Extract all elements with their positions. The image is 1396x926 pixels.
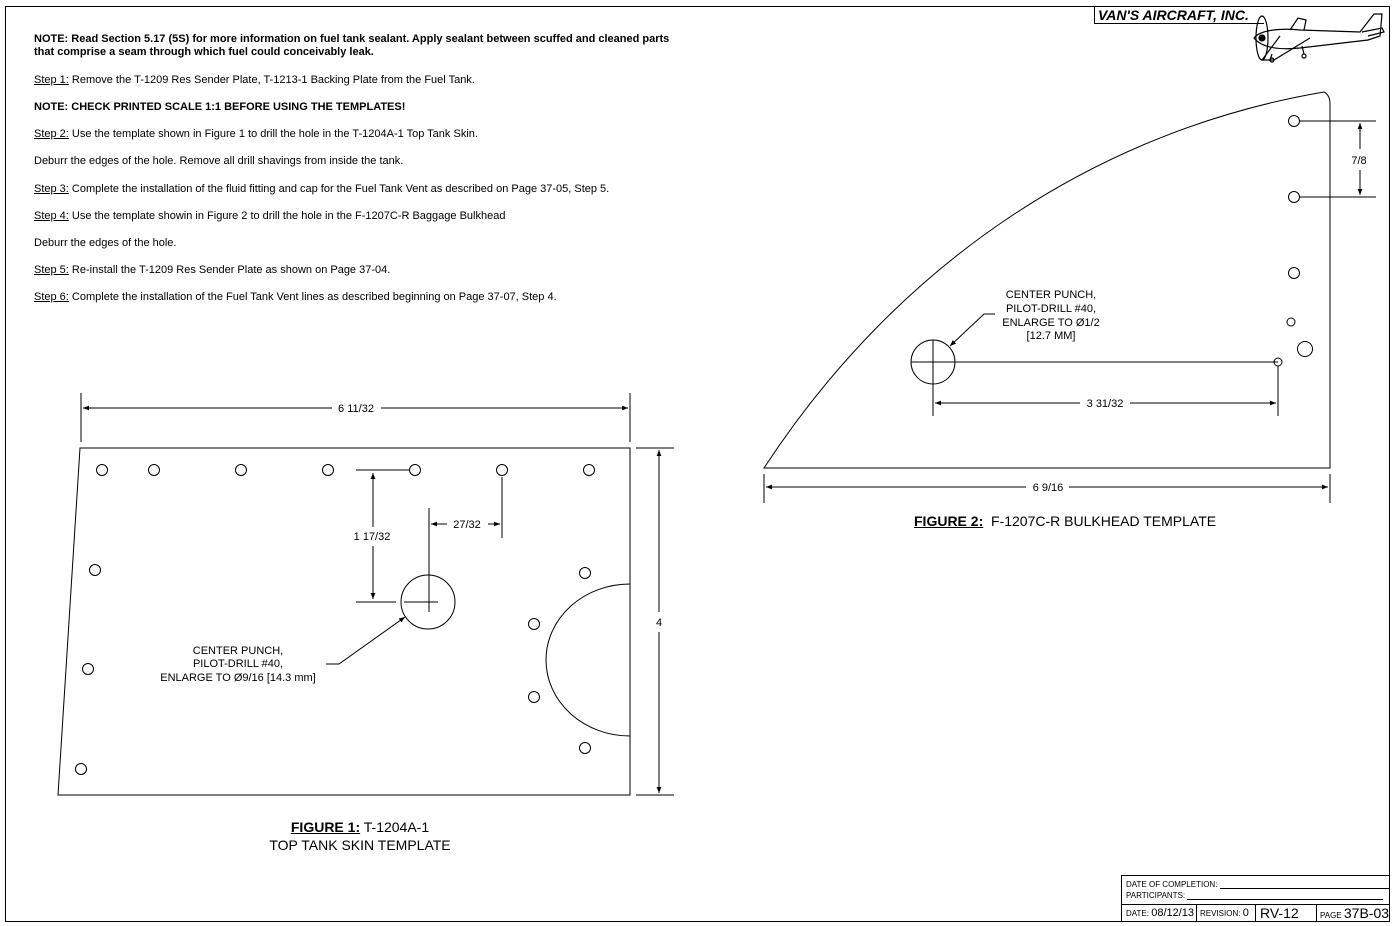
- fig2-spacing-dim: 7/8: [1351, 155, 1366, 167]
- fig2-callout-line1: CENTER PUNCH,: [1006, 289, 1096, 301]
- step-5-text: Re-install the T-1209 Res Sender Plate a…: [68, 264, 391, 276]
- bulkhead-outline: [763, 91, 1331, 469]
- fig2-callout-line2: PILOT-DRILL #40,: [1006, 303, 1096, 315]
- date-cell: DATE: 08/12/13: [1126, 905, 1194, 922]
- fig2-width-dim: 6 9/16: [1033, 482, 1064, 494]
- rivet-hole: [583, 464, 595, 476]
- step-3: Step 3: Complete the installation of the…: [34, 183, 609, 196]
- figure1-title-line2: TOP TANK SKIN TEMPLATE: [269, 837, 451, 853]
- rivet-hole: [496, 464, 508, 476]
- rivet-hole: [82, 663, 94, 675]
- fig2-callout-line3: ENLARGE TO Ø1/2: [1002, 317, 1099, 329]
- step-5: Step 5: Re-install the T-1209 Res Sender…: [34, 264, 390, 277]
- revision-cell: REVISION: 0: [1196, 905, 1249, 922]
- step-1-text: Remove the T-1209 Res Sender Plate, T-12…: [68, 74, 475, 86]
- rivet-hole: [528, 691, 540, 703]
- date-value: 08/12/13: [1151, 907, 1195, 919]
- fig2-offset-dim: 3 31/32: [1087, 398, 1124, 410]
- step-6: Step 6: Complete the installation of the…: [34, 291, 557, 304]
- rivet-hole: [1297, 341, 1313, 357]
- sender-plate-cutout: [545, 583, 631, 737]
- step-2: Step 2: Use the template shown in Figure…: [34, 128, 478, 141]
- rivet-hole: [528, 618, 540, 630]
- step-2-text: Use the template shown in Figure 1 to dr…: [68, 128, 478, 140]
- airplane-logo-icon: [1253, 13, 1385, 63]
- fig1-callout-line1: CENTER PUNCH,: [193, 645, 283, 657]
- step-3-label: Step 3:: [34, 183, 69, 195]
- rivet-hole: [89, 564, 101, 576]
- deburr-note-2: Deburr the edges of the hole.: [34, 237, 177, 249]
- rivet-hole: [409, 464, 421, 476]
- figure1-title-part: T-1204A-1: [360, 819, 430, 835]
- page-value: 37B-03: [1343, 905, 1390, 921]
- rivet-hole: [75, 763, 87, 775]
- completion-line: [1219, 888, 1390, 889]
- figure1-template: [57, 393, 674, 796]
- participants-label: PARTICIPANTS:: [1126, 891, 1186, 900]
- step-1: Step 1: Remove the T-1209 Res Sender Pla…: [34, 74, 475, 87]
- top-tank-skin-outline: [57, 447, 631, 796]
- vent-fitting-hole: [400, 574, 456, 630]
- step-5-label: Step 5:: [34, 264, 69, 276]
- participants-row: PARTICIPANTS:: [1126, 891, 1384, 900]
- completion-row: DATE OF COMPLETION:: [1126, 880, 1390, 889]
- company-name: VAN'S AIRCRAFT, INC.: [1094, 6, 1264, 24]
- step-2-label: Step 2:: [34, 128, 69, 140]
- fig1-offset-dim: 27/32: [453, 519, 481, 531]
- fig2-callout-line4: [12.7 MM]: [1027, 330, 1076, 342]
- model-cell: RV-12: [1255, 905, 1299, 922]
- step-4-label: Step 4:: [34, 210, 69, 222]
- drawing-frame: [5, 6, 1390, 922]
- rivet-hole: [96, 464, 108, 476]
- rivet-hole: [1288, 115, 1300, 127]
- figure1-title: FIGURE 1: T-1204A-1 TOP TANK SKIN TEMPLA…: [260, 818, 460, 854]
- fig1-callout-line3: ENLARGE TO Ø9/16 [14.3 mm]: [160, 672, 316, 684]
- deburr-note-1: Deburr the edges of the hole. Remove all…: [34, 155, 404, 167]
- figure2-title-label: FIGURE 2:: [914, 513, 984, 529]
- step-3-text: Complete the installation of the fluid f…: [68, 183, 610, 195]
- rivet-hole: [579, 567, 591, 579]
- participants-line: [1187, 899, 1384, 900]
- page-label: PAGE: [1320, 911, 1342, 920]
- step-1-label: Step 1:: [34, 74, 69, 86]
- rivet-hole: [1286, 317, 1296, 327]
- scale-note: NOTE: CHECK PRINTED SCALE 1:1 BEFORE USI…: [34, 101, 406, 113]
- revision-label: REVISION:: [1200, 909, 1241, 918]
- step-4-text: Use the template showin in Figure 2 to d…: [68, 210, 506, 222]
- completion-label: DATE OF COMPLETION:: [1126, 880, 1218, 889]
- rivet-hole: [1288, 191, 1300, 203]
- step-6-text: Complete the installation of the Fuel Ta…: [68, 291, 557, 303]
- rivet-hole: [579, 742, 591, 754]
- rivet-hole: [1288, 267, 1300, 279]
- title-block: DATE OF COMPLETION: PARTICIPANTS: DATE: …: [1121, 875, 1390, 922]
- figure2-title-text: F-1207C-R BULKHEAD TEMPLATE: [983, 513, 1217, 529]
- figure2-title: FIGURE 2: F-1207C-R BULKHEAD TEMPLATE: [914, 513, 1216, 529]
- fig1-vertical-dim: 1 17/32: [354, 531, 391, 543]
- sealant-note-line1: NOTE: Read Section 5.17 (5S) for more in…: [34, 33, 670, 45]
- sealant-note-line2: that comprise a seam through which fuel …: [34, 46, 374, 58]
- page-cell: PAGE 37B-03: [1316, 905, 1389, 922]
- step-6-label: Step 6:: [34, 291, 69, 303]
- fig1-callout-line2: PILOT-DRILL #40,: [193, 658, 283, 670]
- title-block-bottom-row: DATE: 08/12/13 REVISION: 0 RV-12 PAGE 37…: [1122, 904, 1389, 922]
- figure2-template: [763, 91, 1376, 503]
- rivet-hole: [148, 464, 160, 476]
- figure1-title-label: FIGURE 1:: [290, 819, 361, 835]
- rivet-hole: [235, 464, 247, 476]
- step-4: Step 4: Use the template showin in Figur…: [34, 210, 505, 223]
- rivet-hole: [322, 464, 334, 476]
- date-label: DATE:: [1126, 909, 1149, 918]
- fig1-height-dim: 4: [656, 617, 662, 629]
- fig1-width-dim: 6 11/32: [338, 403, 374, 415]
- revision-value: 0: [1242, 907, 1249, 919]
